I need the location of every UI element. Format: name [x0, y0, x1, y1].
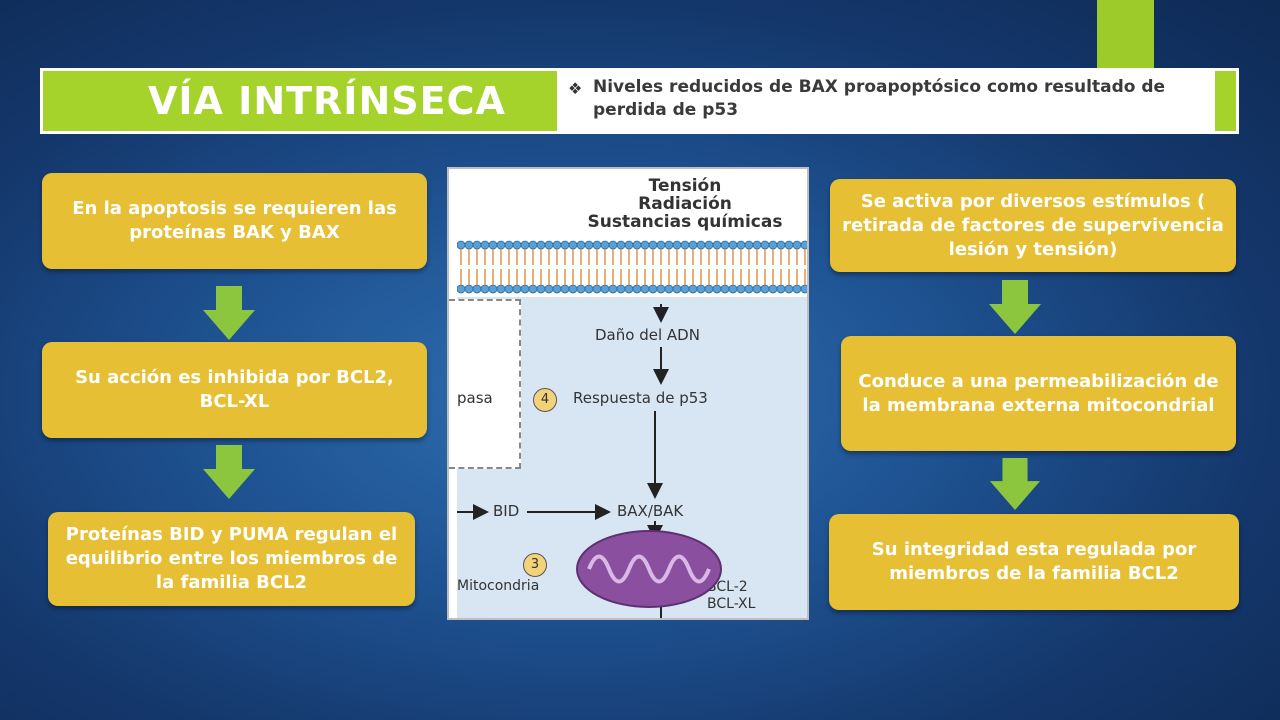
bid-label: BID — [493, 502, 520, 520]
right-box-2: Conduce a una permeabilización de la mem… — [841, 336, 1236, 451]
stimulus-label-3: Sustancias químicas — [587, 212, 783, 232]
dashed-region — [449, 299, 521, 469]
diamond-bullet-icon: ❖ — [568, 79, 583, 98]
left-box-2: Su acción es inhibida por BCL2, BCL-XL — [42, 342, 427, 438]
right-box-3: Su integridad esta regulada por miembros… — [829, 514, 1239, 610]
dna-damage-label: Daño del ADN — [595, 326, 700, 344]
step-3-badge: 3 — [523, 553, 547, 577]
baxbak-label: BAX/BAK — [617, 502, 684, 520]
note-text: Niveles reducidos de BAX proapoptósico c… — [593, 77, 1166, 120]
bclxl-label: BCL-XL — [707, 596, 756, 612]
down-arrow-icon — [989, 280, 1041, 334]
p53-response-label: Respuesta de p53 — [573, 389, 708, 407]
top-accent-bar — [1097, 0, 1154, 70]
down-arrow-icon — [989, 458, 1041, 510]
right-box-1: Se activa por diversos estímulos ( retir… — [830, 179, 1236, 272]
mitochondrion-icon — [576, 530, 722, 608]
stimulus-label-2: Radiación — [638, 194, 732, 214]
left-cut-label: pasa — [457, 389, 493, 407]
left-box-3: Proteínas BID y PUMA regulan el equilibr… — [48, 512, 415, 606]
mitochondria-label: Mitocondria — [457, 578, 540, 594]
pathway-arrows — [457, 304, 722, 618]
note-box — [557, 70, 1215, 132]
step-4-badge: 4 — [533, 388, 557, 412]
slide-title: VÍA INTRÍNSECA — [148, 79, 506, 123]
cell-membrane — [457, 237, 807, 297]
left-box-1: En la apoptosis se requieren las proteín… — [42, 173, 427, 269]
down-arrow-icon — [203, 286, 255, 340]
stimulus-label-1: Tensión — [648, 176, 722, 196]
apoptosis-pathway-figure: Tensión Radiación Sustancias químicas Da… — [447, 167, 809, 620]
down-arrow-icon — [203, 445, 255, 499]
